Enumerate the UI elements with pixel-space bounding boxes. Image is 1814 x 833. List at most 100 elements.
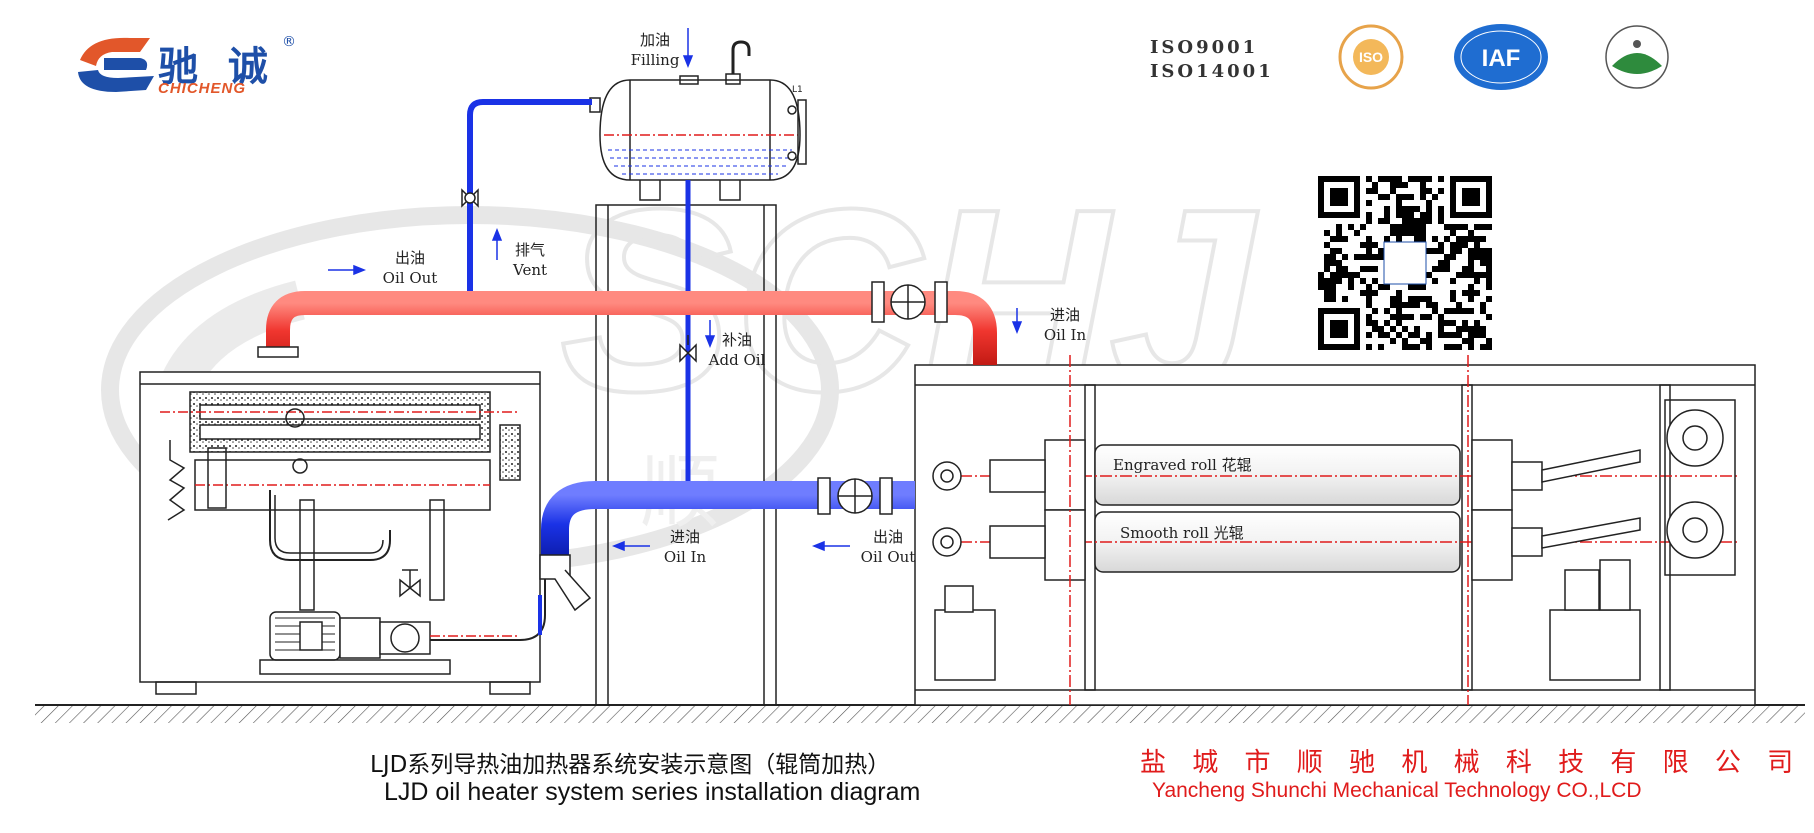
qr-module — [1366, 290, 1372, 296]
qr-module — [1366, 266, 1372, 272]
qr-module — [1438, 176, 1444, 182]
qr-module — [1378, 248, 1384, 254]
qr-module — [1408, 332, 1414, 338]
qr-module — [1390, 326, 1396, 332]
qr-module — [1390, 314, 1396, 320]
qr-module — [1420, 218, 1426, 224]
qr-module — [1396, 308, 1402, 314]
qr-module — [1426, 212, 1432, 218]
qr-module — [1390, 338, 1396, 344]
qr-module — [1450, 296, 1456, 302]
qr-module — [1480, 344, 1486, 350]
expansion-tank — [589, 40, 807, 706]
qr-module — [1426, 188, 1432, 194]
qr-module — [1438, 326, 1444, 332]
qr-module — [1324, 278, 1330, 284]
qr-module — [1378, 344, 1384, 350]
qr-module — [1408, 206, 1414, 212]
qr-module — [1396, 206, 1402, 212]
qr-module — [1456, 236, 1462, 242]
qr-module — [1414, 176, 1420, 182]
qr-module — [1372, 290, 1378, 296]
qr-module — [1366, 344, 1372, 350]
qr-module — [1432, 266, 1438, 272]
qr-module — [1438, 314, 1444, 320]
qr-code — [1318, 176, 1492, 350]
qr-module — [1354, 272, 1360, 278]
strainer-icon — [539, 554, 592, 612]
qr-module — [1462, 308, 1468, 314]
qr-module — [1468, 344, 1474, 350]
qr-module — [1480, 332, 1486, 338]
qr-module — [1456, 326, 1462, 332]
qr-module — [1432, 278, 1438, 284]
qr-module — [1432, 248, 1438, 254]
qr-module — [1414, 206, 1420, 212]
qr-module — [1474, 278, 1480, 284]
qr-module — [1456, 242, 1462, 248]
qr-module — [1486, 278, 1492, 284]
iaf-badge-label: IAF — [1482, 45, 1521, 72]
qr-module — [1486, 248, 1492, 254]
qr-module — [1474, 272, 1480, 278]
qr-module — [1438, 218, 1444, 224]
qr-module — [1456, 302, 1462, 308]
qr-module — [1384, 308, 1390, 314]
qr-module — [1450, 242, 1456, 248]
qr-module — [1468, 254, 1474, 260]
qr-module — [1396, 302, 1402, 308]
environment-badge-icon — [1605, 25, 1669, 89]
qr-module — [1360, 254, 1366, 260]
qr-module — [1426, 272, 1432, 278]
qr-module — [1438, 266, 1444, 272]
qr-finder — [1462, 188, 1480, 206]
qr-module — [1318, 272, 1324, 278]
qr-module — [1426, 200, 1432, 206]
qr-module — [1426, 314, 1432, 320]
qr-module — [1396, 176, 1402, 182]
qr-module — [1438, 320, 1444, 326]
tank-level-label: L1 — [792, 85, 803, 95]
qr-module — [1366, 236, 1372, 242]
qr-module — [1360, 290, 1366, 296]
qr-module — [1402, 182, 1408, 188]
qr-module — [1456, 332, 1462, 338]
qr-module — [1426, 176, 1432, 182]
qr-module — [1384, 218, 1390, 224]
qr-module — [1474, 248, 1480, 254]
qr-module — [1336, 224, 1342, 230]
qr-module — [1402, 326, 1408, 332]
qr-module — [1330, 278, 1336, 284]
qr-module — [1384, 194, 1390, 200]
qr-module — [1480, 254, 1486, 260]
qr-module — [1342, 296, 1348, 302]
qr-module — [1474, 254, 1480, 260]
qr-module — [1336, 236, 1342, 242]
qr-module — [1408, 230, 1414, 236]
qr-module — [1450, 308, 1456, 314]
iaf-badge-icon: IAF — [1454, 24, 1548, 90]
qr-module — [1384, 206, 1390, 212]
qr-module — [1414, 326, 1420, 332]
qr-module — [1318, 278, 1324, 284]
qr-module — [1330, 236, 1336, 242]
qr-module — [1348, 224, 1354, 230]
qr-module — [1480, 302, 1486, 308]
valves — [257, 188, 948, 612]
qr-module — [1468, 266, 1474, 272]
qr-module — [1408, 218, 1414, 224]
qr-module — [1474, 236, 1480, 242]
qr-module — [1336, 278, 1342, 284]
qr-module — [1420, 296, 1426, 302]
add-oil-valve-icon — [679, 335, 697, 363]
qr-module — [1450, 290, 1456, 296]
qr-module — [1414, 230, 1420, 236]
qr-module — [1450, 224, 1456, 230]
